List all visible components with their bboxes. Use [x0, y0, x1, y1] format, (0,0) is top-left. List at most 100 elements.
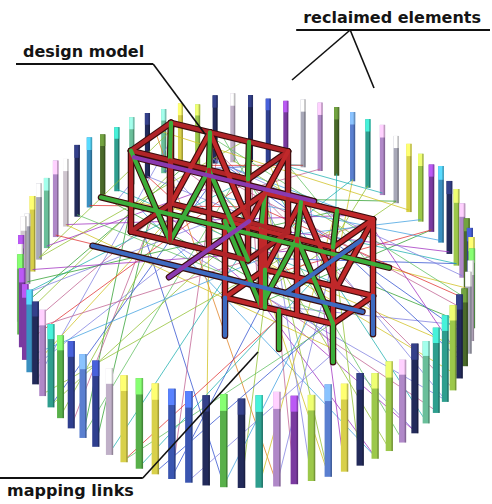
pole-shade — [338, 107, 340, 176]
pole-shade — [354, 112, 356, 181]
reclaimed-element — [442, 315, 449, 402]
pole-body — [273, 392, 280, 487]
reclaimed-element — [433, 328, 440, 413]
truss-member — [297, 202, 301, 239]
pole-shade — [244, 399, 246, 488]
reclaimed-element — [341, 384, 348, 472]
member-outline — [370, 219, 377, 296]
pole-body — [255, 395, 262, 488]
member-outline — [276, 311, 283, 349]
pole-body — [39, 310, 46, 396]
reclaimed-element — [30, 196, 36, 272]
member-outline — [131, 123, 171, 151]
truss-member — [170, 123, 171, 161]
pole-body — [53, 161, 59, 237]
pole-body — [68, 341, 75, 428]
front-poles — [17, 248, 475, 487]
truss-member — [333, 211, 337, 248]
truss-member — [259, 230, 263, 306]
reclaimed-element — [411, 344, 418, 434]
pole-shade — [182, 103, 184, 169]
back-poles — [17, 93, 475, 321]
member-outline — [171, 123, 288, 152]
reclaimed-element — [53, 161, 59, 237]
truss-member — [134, 157, 314, 201]
pole-shade — [458, 189, 460, 266]
pole-shade — [466, 288, 468, 366]
pole-body — [433, 328, 440, 413]
pole-shade — [451, 181, 453, 254]
reclaimed-element — [291, 396, 298, 484]
truss-member — [295, 239, 299, 316]
pole-body — [266, 99, 271, 163]
reclaimed-element — [220, 394, 227, 487]
pole-shade — [53, 324, 55, 407]
reclaimed-element — [39, 310, 46, 396]
pole-body — [136, 378, 143, 469]
pole-shade — [40, 183, 42, 259]
mapping-link — [77, 215, 333, 318]
pole-body — [456, 294, 463, 378]
truss-member — [277, 311, 281, 349]
leader-lines — [0, 30, 490, 478]
member-outline — [209, 132, 210, 170]
truss-member — [301, 202, 337, 287]
truss-member — [286, 241, 361, 293]
reclaimed-element — [185, 391, 192, 483]
pole-body — [48, 324, 55, 407]
truss-member — [371, 219, 375, 296]
reclaimed-element — [79, 354, 86, 438]
reclaimed-element — [334, 107, 339, 176]
member-outline — [248, 142, 249, 180]
pole-shade — [433, 165, 435, 232]
reclaimed-element — [36, 183, 42, 259]
callout-label: mapping links — [4, 481, 137, 500]
mapping-link — [24, 222, 209, 294]
truss-member — [170, 170, 209, 241]
pole-body — [429, 165, 435, 232]
pole-body — [318, 103, 323, 171]
pole-body — [454, 189, 460, 266]
reclaimed-element — [447, 181, 453, 254]
pole-body — [406, 144, 411, 212]
pole-body — [106, 368, 113, 455]
mapping-link — [21, 156, 197, 307]
pole-shade — [104, 134, 106, 199]
label-underline — [296, 29, 490, 31]
leader-line — [153, 64, 205, 134]
pole-shade — [369, 119, 371, 188]
member-outline — [170, 123, 171, 161]
pole-shade — [63, 335, 65, 418]
pole-body — [418, 154, 423, 222]
pole-body — [399, 360, 406, 443]
pole-shade — [314, 395, 316, 481]
leader-line — [143, 352, 258, 478]
reclaimed-element — [308, 395, 315, 481]
leader-line — [292, 30, 350, 80]
pole-body — [120, 375, 127, 462]
pole-shade — [473, 261, 475, 342]
truss-member — [171, 123, 288, 152]
member-outline — [265, 193, 373, 219]
member-outline — [222, 298, 229, 336]
pole-body — [301, 99, 306, 167]
pole-body — [185, 391, 192, 483]
pole-shade — [142, 378, 144, 469]
pole-body — [57, 335, 64, 418]
reclaimed-element — [26, 290, 33, 373]
pole-shade — [428, 341, 430, 423]
reclaimed-element — [266, 99, 271, 163]
pole-body — [357, 373, 364, 466]
pole-shade — [297, 396, 299, 484]
truss-member — [93, 246, 363, 312]
reclaimed-element — [168, 389, 175, 479]
pole-shade — [331, 384, 333, 476]
pole-shade — [455, 305, 457, 390]
pole-body — [92, 361, 99, 447]
reclaimed-element — [68, 341, 75, 428]
truss-member — [169, 221, 249, 277]
member-outline — [330, 324, 337, 362]
truss-member — [168, 160, 172, 241]
pole-shade — [174, 389, 176, 479]
